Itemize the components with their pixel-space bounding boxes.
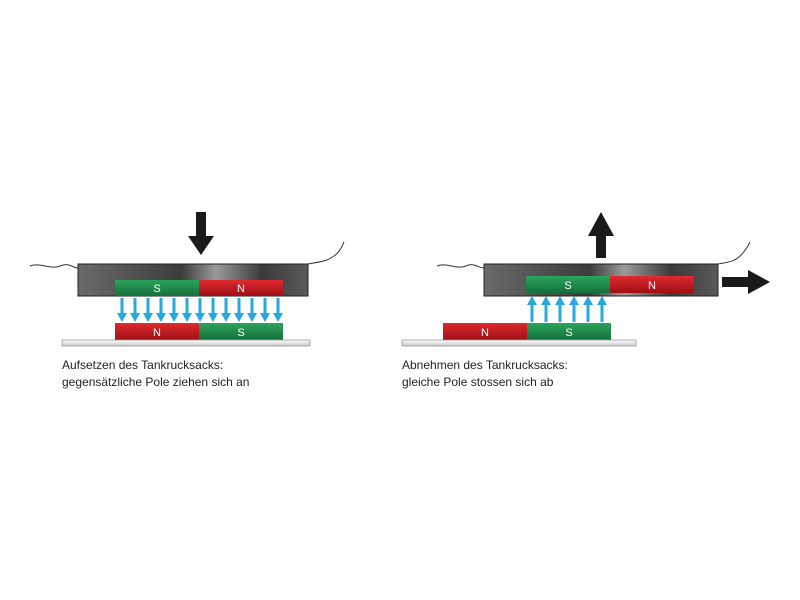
field-arrow-head <box>583 296 593 305</box>
panel-attach: S N N S <box>29 212 345 347</box>
pole-label-n: N <box>648 280 656 292</box>
caption-detach: Abnehmen des Tankrucksacks: gleiche Pole… <box>402 357 568 391</box>
arrow-up-icon <box>588 212 614 258</box>
field-arrow <box>263 298 267 314</box>
pole-label-n: N <box>153 327 161 339</box>
field-arrow-head <box>208 313 218 322</box>
field-arrow-head <box>569 296 579 305</box>
bottom-magnet: N S <box>443 323 611 340</box>
base-plate <box>61 339 311 347</box>
field-arrow-head <box>156 313 166 322</box>
north-pole <box>115 323 199 340</box>
field-arrow <box>211 298 215 314</box>
south-pole <box>115 280 199 296</box>
strap-line <box>29 264 79 269</box>
field-arrow <box>185 298 189 314</box>
north-pole <box>610 276 694 293</box>
field-arrow-head <box>130 313 140 322</box>
caption-line: Aufsetzen des Tankrucksacks: <box>62 358 224 372</box>
north-pole <box>443 323 527 340</box>
pole-label-s: S <box>564 280 571 292</box>
field-arrow <box>250 298 254 314</box>
pole-label-s: S <box>565 327 572 339</box>
arrow-down-icon <box>188 212 214 255</box>
pole-label-n: N <box>237 283 245 295</box>
caption-line: gegensätzliche Pole ziehen sich an <box>62 375 250 389</box>
strap-line <box>307 241 345 265</box>
bottom-magnet: N S <box>115 323 283 340</box>
field-arrow <box>159 298 163 314</box>
field-arrows <box>117 298 283 322</box>
pole-label-s: S <box>237 327 244 339</box>
field-arrow <box>276 298 280 314</box>
field-arrow <box>544 304 548 322</box>
field-arrow-head <box>221 313 231 322</box>
field-arrow <box>133 298 137 314</box>
pole-label-s: S <box>153 283 160 295</box>
field-arrow <box>600 304 604 322</box>
caption-attach: Aufsetzen des Tankrucksacks: gegensätzli… <box>62 357 249 391</box>
north-pole <box>199 280 283 296</box>
top-magnet: S N <box>526 276 694 293</box>
pole-label-n: N <box>481 327 489 339</box>
field-arrow <box>586 304 590 322</box>
field-arrow <box>120 298 124 314</box>
field-arrow <box>198 298 202 314</box>
arrow-right-icon <box>722 270 770 294</box>
field-arrow <box>146 298 150 314</box>
field-arrow-head <box>182 313 192 322</box>
south-pole <box>527 323 611 340</box>
field-arrow <box>172 298 176 314</box>
field-arrow-head <box>597 296 607 305</box>
field-arrow <box>558 304 562 322</box>
field-arrow <box>572 304 576 322</box>
field-arrow-head <box>234 313 244 322</box>
strap-line <box>436 264 485 269</box>
field-arrow-head <box>143 313 153 322</box>
field-arrow-head <box>169 313 179 322</box>
base-plate <box>401 339 637 347</box>
panel-detach: S N N S <box>401 212 770 347</box>
field-arrow-head <box>195 313 205 322</box>
field-arrow-head <box>527 296 537 305</box>
field-arrow-head <box>273 313 283 322</box>
field-arrow <box>224 298 228 314</box>
south-pole <box>199 323 283 340</box>
field-arrow-head <box>260 313 270 322</box>
field-arrow-head <box>541 296 551 305</box>
field-arrow <box>237 298 241 314</box>
field-arrow-head <box>247 313 257 322</box>
field-arrow <box>530 304 534 322</box>
south-pole <box>526 276 610 293</box>
field-arrows <box>527 296 607 322</box>
strap-line <box>717 241 751 265</box>
caption-line: gleiche Pole stossen sich ab <box>402 375 554 389</box>
top-magnet: S N <box>115 280 283 296</box>
field-arrow-head <box>555 296 565 305</box>
caption-line: Abnehmen des Tankrucksacks: <box>402 358 568 372</box>
field-arrow-head <box>117 313 127 322</box>
